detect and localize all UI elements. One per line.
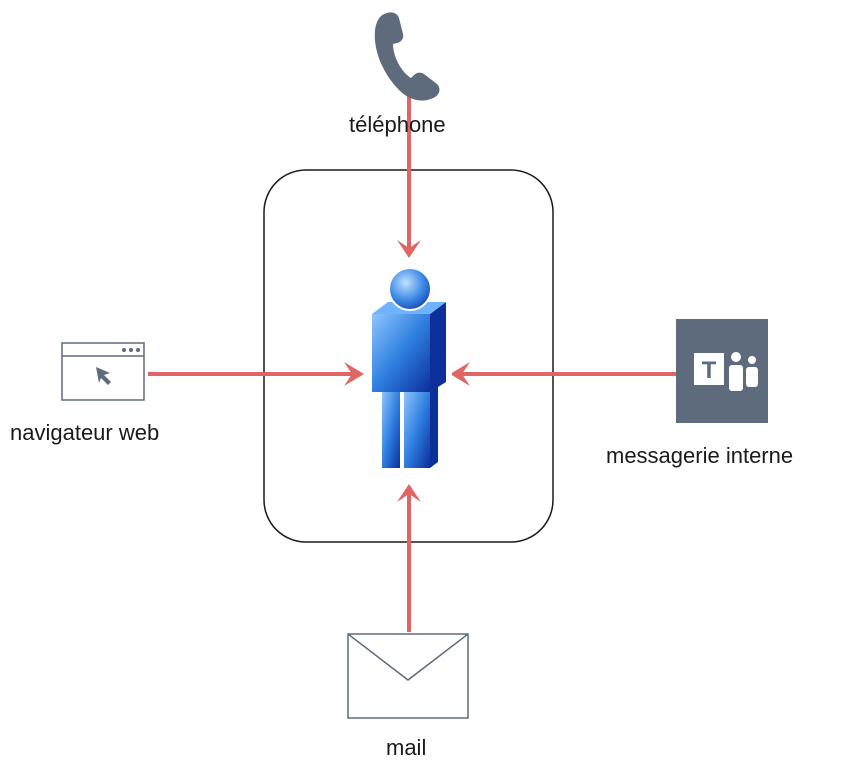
- arrow-telephone-head: [397, 240, 421, 258]
- teams-icon: T: [676, 319, 768, 423]
- phone-icon: [374, 12, 440, 101]
- arrow-messaging-head: [450, 362, 470, 386]
- arrows: [148, 96, 676, 632]
- label-web-browser: navigateur web: [10, 420, 160, 445]
- browser-window-icon: [61, 342, 145, 401]
- teams-letter: T: [702, 357, 717, 384]
- arrow-web-head: [344, 362, 364, 386]
- envelope-icon: [347, 633, 469, 719]
- label-telephone: téléphone: [349, 112, 446, 137]
- user-icon: [366, 267, 452, 474]
- label-mail: mail: [386, 735, 427, 760]
- label-internal-messaging: messagerie interne: [606, 443, 794, 468]
- arrow-mail-head: [397, 484, 421, 502]
